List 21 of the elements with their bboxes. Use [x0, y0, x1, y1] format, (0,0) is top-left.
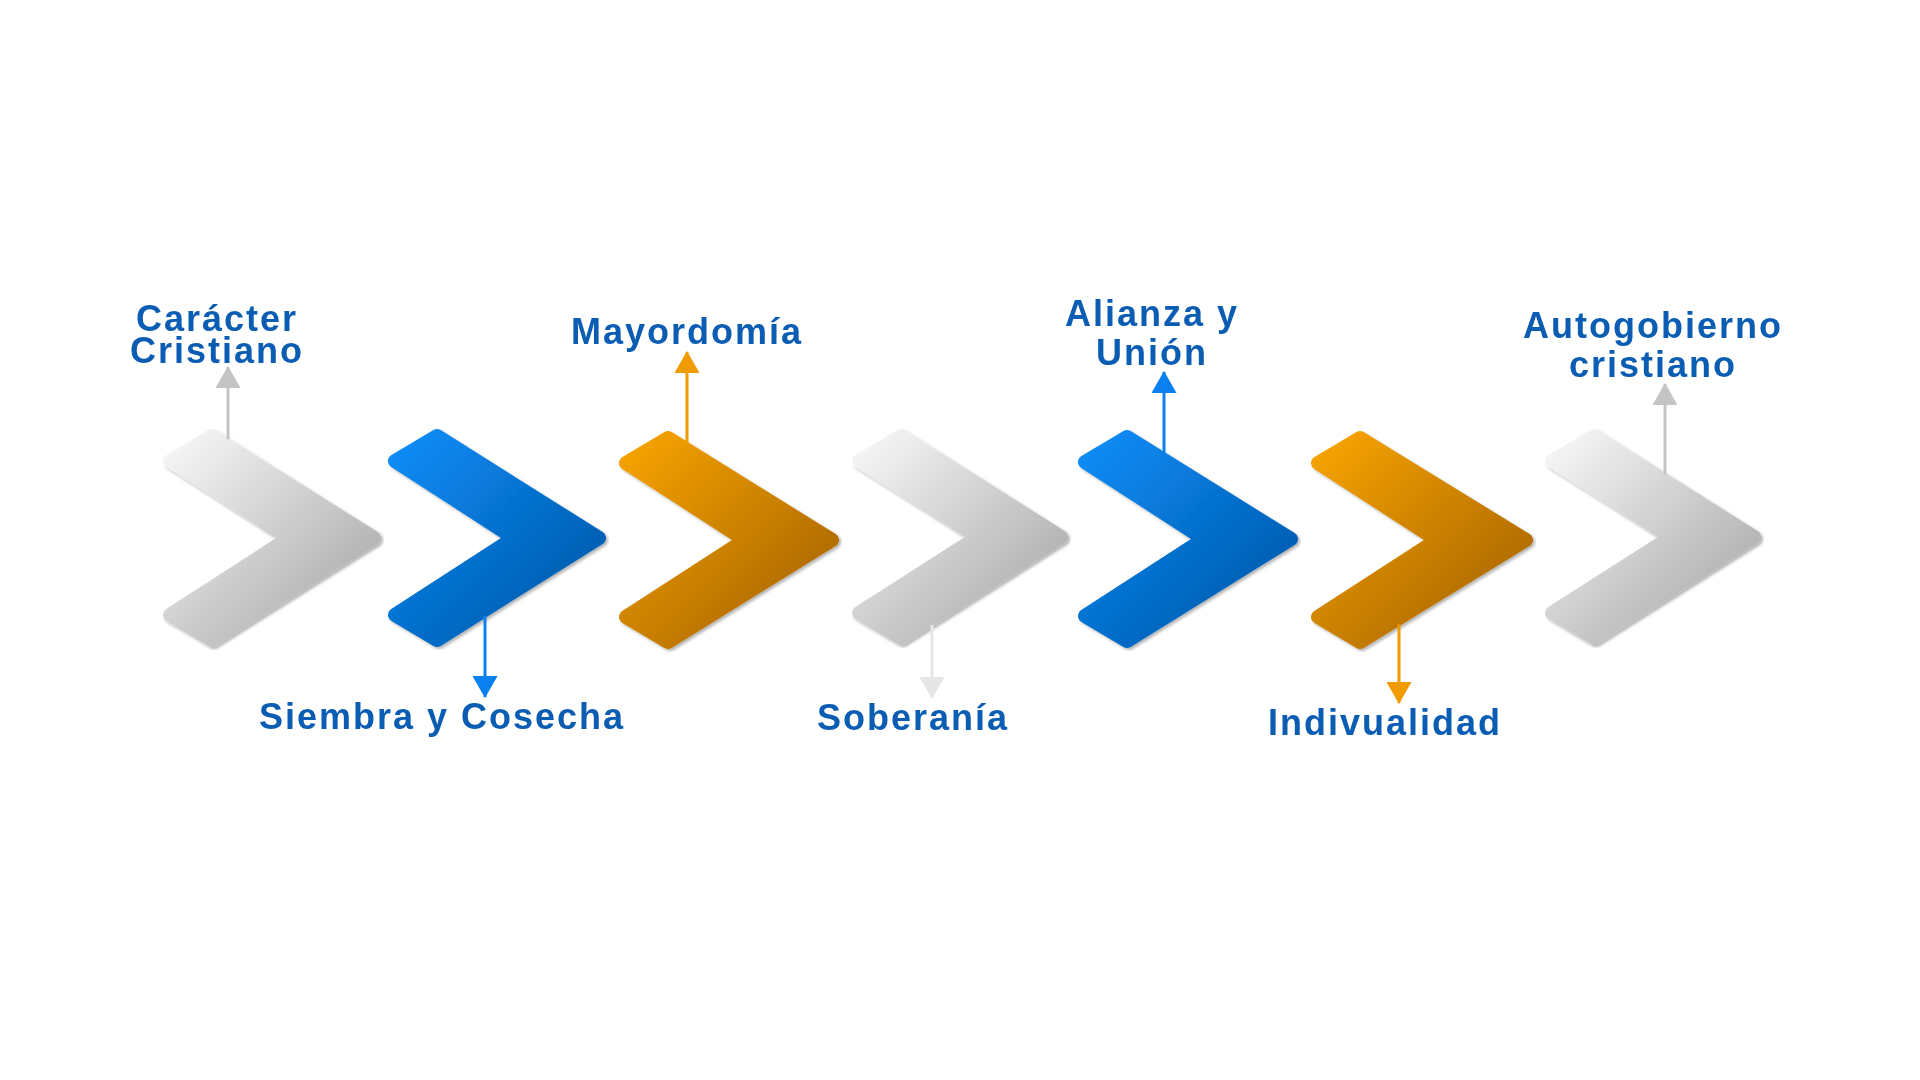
step-label: Indivualidad: [1267, 703, 1503, 743]
arrow: [472, 616, 498, 698]
arrow: [919, 624, 945, 699]
chevron-shape: [388, 429, 609, 650]
step-label: Carácter Cristiano: [129, 303, 305, 367]
arrow: [674, 351, 700, 444]
step-label: Soberanía: [816, 698, 1010, 738]
step-label: Siembra y Cosecha: [258, 697, 626, 737]
step-label: Alianza y Unión: [1064, 294, 1240, 372]
arrow: [1151, 371, 1177, 454]
chevron-shape: [1078, 430, 1301, 651]
arrow: [215, 366, 241, 440]
chevron-shape: [852, 429, 1071, 648]
chevron-shape: [1311, 431, 1536, 652]
step-label: Autogobierno cristiano: [1522, 306, 1784, 384]
arrow: [1652, 383, 1678, 475]
chevron-shape: [1545, 429, 1764, 648]
step-label: Mayordomía: [570, 312, 804, 352]
chevron-shape: [619, 431, 842, 652]
arrow: [1386, 624, 1412, 704]
chevron-shape: [163, 429, 384, 650]
